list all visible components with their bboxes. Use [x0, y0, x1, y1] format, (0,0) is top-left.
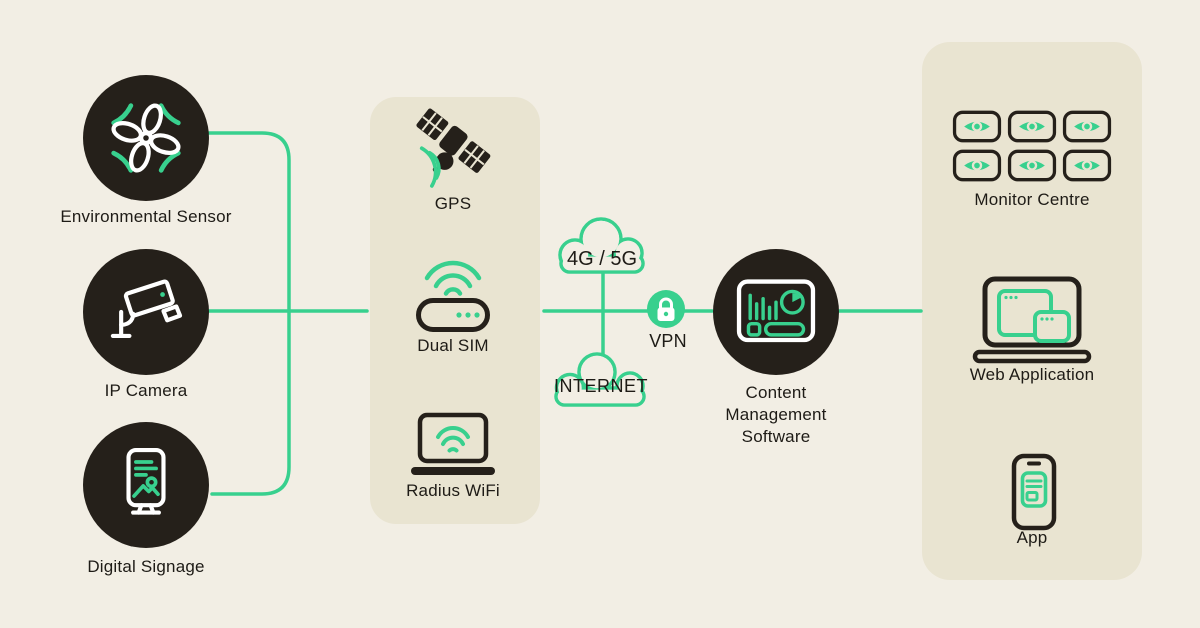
satellite-icon — [416, 108, 491, 188]
laptop-browser-icon — [972, 276, 1092, 364]
wifi-router-icon — [416, 298, 490, 332]
ip-camera-node — [83, 249, 209, 375]
cms-node — [713, 249, 839, 375]
cloud-icon — [554, 352, 646, 407]
wifi-signal-icon — [424, 260, 482, 296]
dual-sim-label: Dual SIM — [417, 336, 489, 355]
gps-label: GPS — [434, 194, 472, 213]
app-label: App — [1016, 528, 1048, 547]
dashboard-icon — [736, 278, 816, 342]
gateway-panel — [370, 97, 540, 524]
eye-monitor-icon — [952, 149, 1002, 182]
eye-monitor-icon — [1062, 110, 1112, 143]
internet-cloud-label: INTERNET — [554, 376, 648, 396]
monitor-centre-label: Monitor Centre — [974, 190, 1090, 209]
eye-monitor-icon — [1062, 149, 1112, 182]
cellular-cloud-label: 4G / 5G — [566, 248, 638, 270]
environmental-sensor-node — [83, 75, 209, 201]
vpn-node — [647, 290, 685, 328]
web-application-label: Web Application — [969, 365, 1095, 384]
digital-signage-node — [83, 422, 209, 548]
internet-cloud: INTERNET — [545, 349, 657, 415]
signage-kiosk-icon — [126, 447, 166, 515]
cloud-icon — [558, 217, 645, 274]
smartphone-icon — [1011, 453, 1057, 531]
digital-signage-label: Digital Signage — [87, 557, 205, 576]
laptop-wifi-icon — [411, 412, 495, 475]
lock-icon — [657, 297, 675, 321]
vpn-label: VPN — [649, 331, 687, 351]
fan-icon — [111, 103, 181, 173]
monitor-grid — [952, 110, 1112, 182]
cms-label: Content Management Software — [725, 383, 827, 446]
environmental-sensor-label: Environmental Sensor — [60, 207, 232, 226]
radius-wifi-label: Radius WiFi — [406, 481, 500, 500]
ip-camera-label: IP Camera — [104, 381, 188, 400]
cctv-camera-icon — [110, 279, 183, 338]
eye-monitor-icon — [1007, 110, 1057, 143]
eye-monitor-icon — [952, 110, 1002, 143]
eye-monitor-icon — [1007, 149, 1057, 182]
cellular-cloud: 4G / 5G — [547, 210, 657, 282]
